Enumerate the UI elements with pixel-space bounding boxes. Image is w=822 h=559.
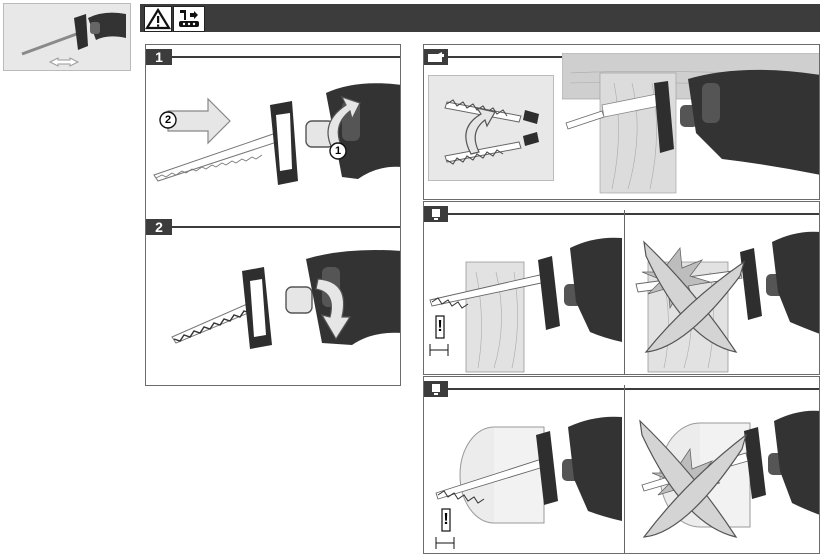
exclamation-icon <box>424 381 448 397</box>
thumbnail-saw-figure <box>3 3 131 71</box>
plunge-correct-illustration: ! <box>424 222 622 374</box>
pipe-incorrect-illustration <box>626 397 819 553</box>
exclamation-icon <box>424 206 448 222</box>
step-1-rule <box>172 56 400 58</box>
pipe-warning-panel: ! <box>423 376 820 554</box>
step-2-illustration <box>146 235 400 385</box>
step-1-illustration: 2 1 <box>146 65 400 215</box>
plunge-rule <box>448 213 819 215</box>
panel-divider <box>624 385 625 553</box>
callout-1: 1 <box>334 145 342 157</box>
panel-divider <box>624 210 625 374</box>
hand-pointer-icon <box>424 49 448 65</box>
pipe-rule <box>448 388 819 390</box>
saw-on-wood-scene <box>562 53 819 199</box>
warning-triangle-icon <box>144 6 172 32</box>
clearance-mark: ! <box>437 318 443 335</box>
hand-protection-icon <box>173 6 205 32</box>
clearance-mark: ! <box>443 511 449 528</box>
step-1-badge: 1 <box>146 49 172 65</box>
pipe-correct-illustration: ! <box>424 397 622 553</box>
blade-flip-inset <box>428 75 554 181</box>
step-2-badge: 2 <box>146 219 172 235</box>
plunge-warning-panel: ! <box>423 201 820 375</box>
plunge-incorrect-illustration <box>626 222 819 374</box>
step-2-rule <box>172 226 400 228</box>
callout-2: 2 <box>164 114 172 126</box>
blade-orientation-panel <box>423 44 820 200</box>
step-panel: 1 2 1 2 <box>145 44 401 386</box>
header-bar <box>140 4 820 32</box>
